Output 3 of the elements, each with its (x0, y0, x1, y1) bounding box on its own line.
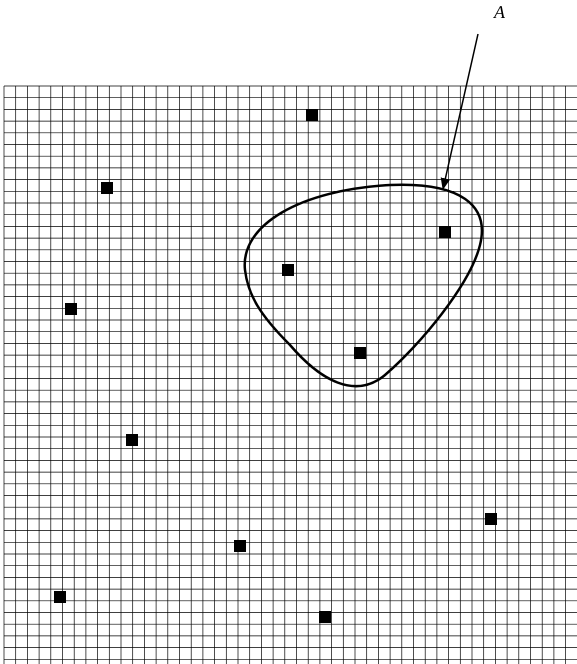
leader-arrow (440, 34, 479, 190)
closed-curve (244, 184, 483, 388)
part-label: A (494, 2, 505, 22)
